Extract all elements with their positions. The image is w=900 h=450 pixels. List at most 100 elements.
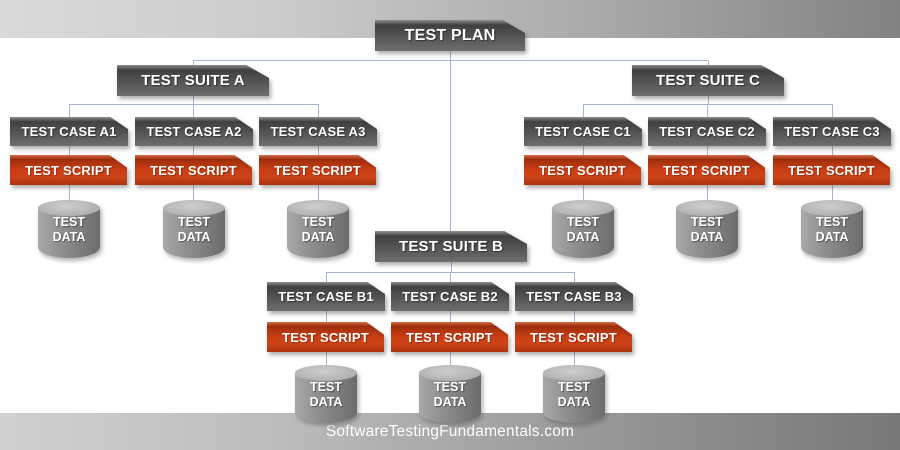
test-plan-label: TEST PLAN: [404, 26, 496, 44]
connector-line: [450, 51, 451, 60]
data-b2-label: TEST DATA: [433, 380, 467, 409]
case-c2-label: TEST CASE C2: [659, 124, 755, 139]
data-a2-label: TEST DATA: [177, 215, 211, 244]
connector-line: [193, 61, 194, 66]
cylinder-body: [543, 373, 605, 423]
cylinder-top: [543, 365, 605, 381]
connector-line: [574, 352, 575, 365]
cylinder-top: [295, 365, 357, 381]
connector-line: [193, 185, 194, 200]
connector-line: [318, 185, 319, 200]
data-b1-label: TEST DATA: [309, 380, 343, 409]
case-a3-label: TEST CASE A3: [270, 124, 366, 139]
case-c3-node: TEST CASE C3: [773, 117, 891, 146]
connector-line: [832, 105, 833, 117]
cylinder-body: [163, 208, 225, 258]
connector-line: [450, 352, 451, 365]
case-a3-node: TEST CASE A3: [259, 117, 377, 146]
cylinder-top: [676, 200, 738, 216]
data-a3-cylinder: TEST DATA: [287, 200, 349, 258]
data-c2-cylinder: TEST DATA: [676, 200, 738, 258]
cylinder-top: [38, 200, 100, 216]
script-a1-label: TEST SCRIPT: [25, 162, 112, 178]
data-b1-cylinder: TEST DATA: [295, 365, 357, 423]
case-a1-node: TEST CASE A1: [10, 117, 128, 146]
data-c1-cylinder: TEST DATA: [552, 200, 614, 258]
script-a3-label: TEST SCRIPT: [274, 162, 361, 178]
connector-line: [69, 104, 319, 105]
suite-c-node: TEST SUITE C: [632, 65, 784, 96]
case-b2-node: TEST CASE B2: [391, 282, 509, 311]
case-c2-node: TEST CASE C2: [648, 117, 766, 146]
connector-line: [583, 185, 584, 200]
suite-a-node: TEST SUITE A: [117, 65, 269, 96]
script-c2-label: TEST SCRIPT: [663, 162, 750, 178]
data-c2-label: TEST DATA: [690, 215, 724, 244]
connector-line: [574, 273, 575, 282]
script-b2-label: TEST SCRIPT: [406, 329, 493, 345]
data-b2-cylinder: TEST DATA: [419, 365, 481, 423]
script-a1-node: TEST SCRIPT: [10, 155, 127, 185]
cylinder-body: [552, 208, 614, 258]
connector-line: [708, 96, 709, 104]
connector-line: [450, 273, 451, 282]
suite-b-node: TEST SUITE B: [375, 231, 527, 262]
connector-line: [707, 146, 708, 155]
script-c3-node: TEST SCRIPT: [773, 155, 890, 185]
script-b3-node: TEST SCRIPT: [515, 322, 632, 352]
suite-c-label: TEST SUITE C: [655, 72, 761, 89]
connector-line: [193, 60, 708, 61]
case-b1-node: TEST CASE B1: [267, 282, 385, 311]
cylinder-top: [419, 365, 481, 381]
connector-line: [193, 96, 194, 104]
data-c3-cylinder: TEST DATA: [801, 200, 863, 258]
connector-line: [707, 105, 708, 117]
case-b1-label: TEST CASE B1: [278, 289, 374, 304]
script-a2-label: TEST SCRIPT: [150, 162, 237, 178]
connector-line: [193, 105, 194, 117]
case-b2-label: TEST CASE B2: [402, 289, 498, 304]
case-a2-label: TEST CASE A2: [146, 124, 242, 139]
cylinder-body: [801, 208, 863, 258]
connector-line: [450, 61, 451, 231]
data-a1-label: TEST DATA: [52, 215, 86, 244]
connector-line: [708, 61, 709, 66]
connector-line: [574, 311, 575, 322]
suite-a-label: TEST SUITE A: [141, 72, 245, 89]
connector-line: [69, 185, 70, 200]
cylinder-body: [38, 208, 100, 258]
script-a3-node: TEST SCRIPT: [259, 155, 376, 185]
script-b2-node: TEST SCRIPT: [391, 322, 508, 352]
connector-line: [318, 146, 319, 155]
connector-line: [583, 104, 833, 105]
connector-line: [583, 105, 584, 117]
data-b3-label: TEST DATA: [557, 380, 591, 409]
cylinder-body: [295, 373, 357, 423]
case-b3-label: TEST CASE B3: [526, 289, 622, 304]
connector-line: [832, 146, 833, 155]
connector-line: [583, 146, 584, 155]
script-b3-label: TEST SCRIPT: [530, 329, 617, 345]
cylinder-body: [419, 373, 481, 423]
data-a1-cylinder: TEST DATA: [38, 200, 100, 258]
cylinder-top: [552, 200, 614, 216]
script-b1-label: TEST SCRIPT: [282, 329, 369, 345]
connector-line: [193, 146, 194, 155]
connector-line: [326, 352, 327, 365]
case-a2-node: TEST CASE A2: [135, 117, 253, 146]
data-c1-label: TEST DATA: [566, 215, 600, 244]
cylinder-top: [287, 200, 349, 216]
connector-line: [832, 185, 833, 200]
data-a3-label: TEST DATA: [301, 215, 335, 244]
watermark-text: SoftwareTestingFundamentals.com: [325, 422, 575, 440]
test-plan-node: TEST PLAN: [375, 20, 525, 51]
connector-line: [326, 311, 327, 322]
connector-line: [451, 262, 452, 272]
script-c2-node: TEST SCRIPT: [648, 155, 765, 185]
connector-line: [450, 311, 451, 322]
connector-line: [326, 273, 327, 282]
data-a2-cylinder: TEST DATA: [163, 200, 225, 258]
script-c1-label: TEST SCRIPT: [539, 162, 626, 178]
script-c3-label: TEST SCRIPT: [788, 162, 875, 178]
